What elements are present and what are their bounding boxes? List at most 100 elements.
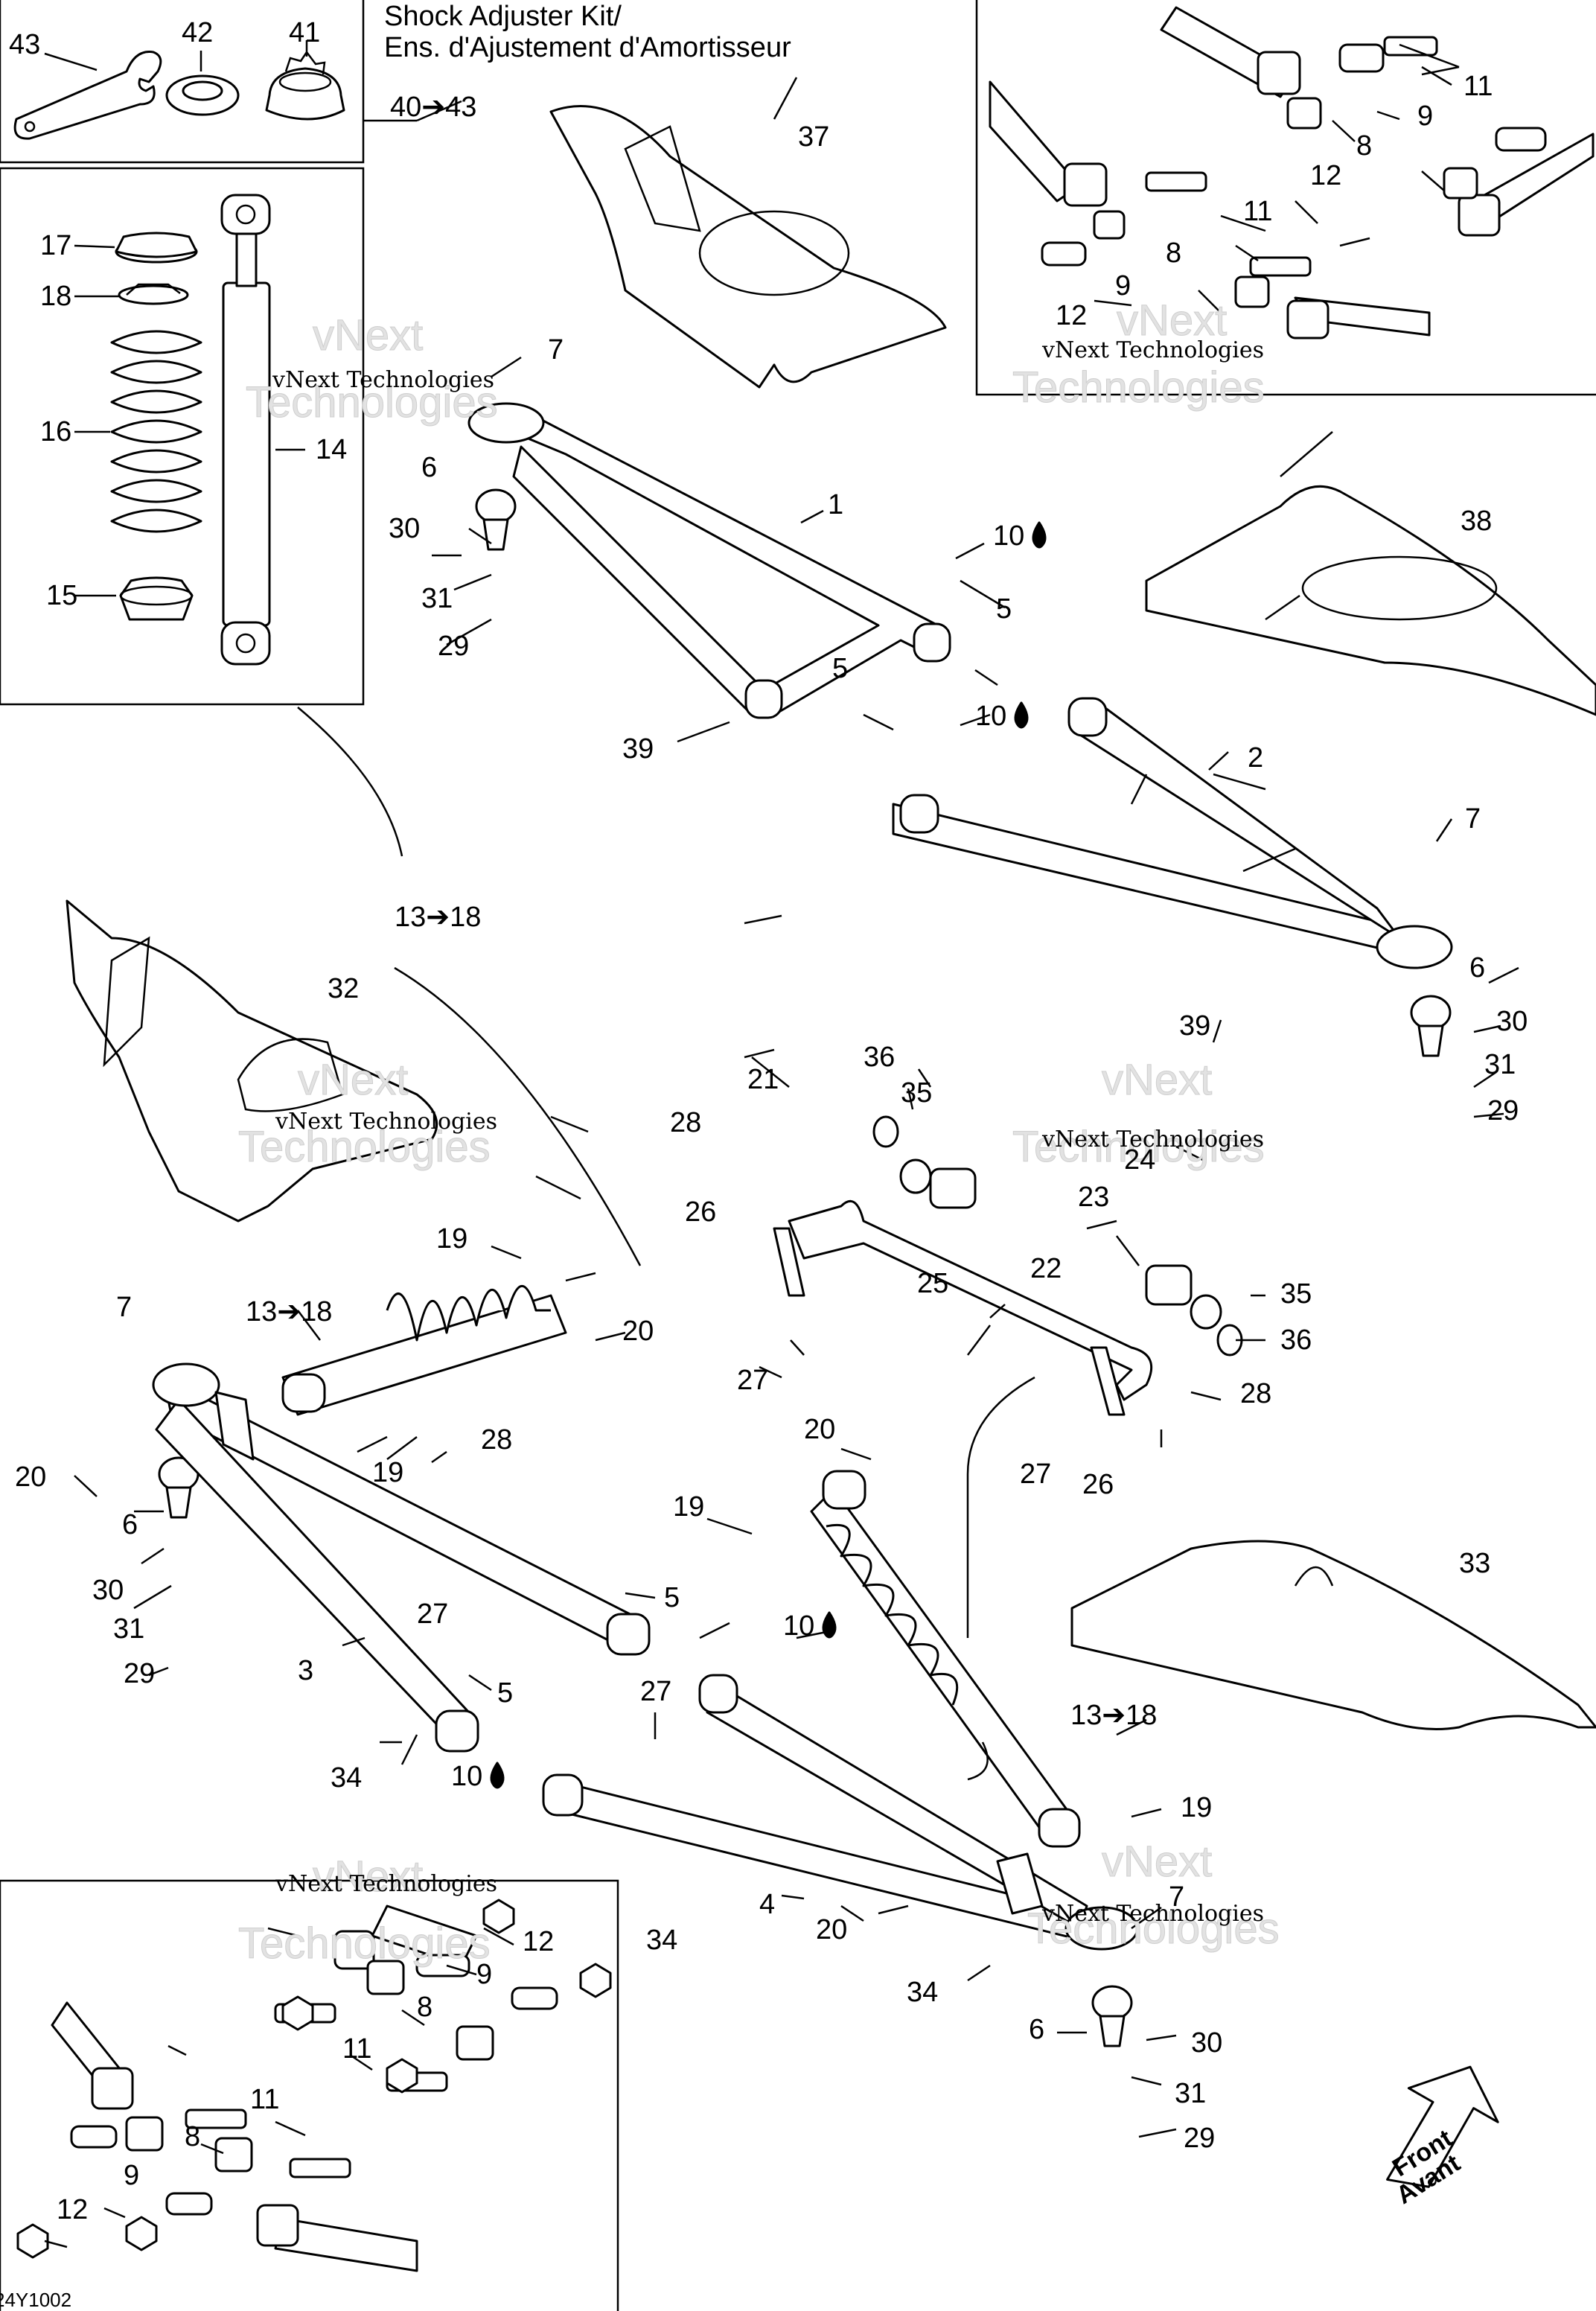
callout-31-lower-right: 31 <box>1175 2078 1206 2109</box>
front-direction-arrow: Front Avant <box>1386 2065 1499 2210</box>
callout-27-c: 27 <box>417 1598 448 1630</box>
callout-9-bottom-a: 9 <box>476 1959 492 1990</box>
watermark-big-4a: vNext <box>1102 1056 1212 1104</box>
callout-30-upper-right: 30 <box>1496 1006 1528 1037</box>
callout-10-a: 10 <box>993 520 1024 552</box>
callout-7-upper-right: 7 <box>1465 803 1481 835</box>
callout-23: 23 <box>1078 1182 1109 1213</box>
adjuster-ring <box>265 50 345 121</box>
spring-retainer-bottom <box>119 576 194 621</box>
upper-bushing-detail-box <box>975 0 1596 396</box>
callout-7-upper-left: 7 <box>548 334 564 366</box>
callout-27-b: 27 <box>1020 1459 1051 1490</box>
callout-13-18-c: 13➔18 <box>1070 1700 1157 1731</box>
watermark-text-6: vNext Technologies <box>1041 1901 1264 1927</box>
callout-8-top-b: 8 <box>1166 238 1181 269</box>
shock-absorber-right <box>810 1470 1081 1848</box>
kit-title-line2: Ens. d'Ajustement d'Amortisseur <box>384 32 791 63</box>
callout-35-b: 35 <box>1280 1278 1312 1310</box>
callout-6-upper-right: 6 <box>1469 952 1485 984</box>
drop-icon <box>1014 701 1029 729</box>
callout-32: 32 <box>328 973 359 1004</box>
callout-17: 17 <box>40 230 71 261</box>
callout-30-lower-right: 30 <box>1191 2027 1222 2059</box>
callout-38: 38 <box>1461 506 1492 537</box>
watermark-big-3a: vNext <box>298 1056 408 1104</box>
callout-11-bottom-a: 11 <box>342 2033 371 2065</box>
callout-36-a: 36 <box>864 1042 895 1073</box>
callout-11-top-b: 11 <box>1243 196 1272 227</box>
upper-a-arm-right <box>892 697 1453 969</box>
lower-bushing-detail-box <box>0 1879 619 2311</box>
callout-12-top-a: 12 <box>1310 160 1341 191</box>
watermark-big-1b: Technologies <box>246 378 498 427</box>
watermark-text-3: vNext Technologies <box>275 1109 497 1135</box>
callout-30-upper-left: 30 <box>389 513 420 544</box>
callout-27-d: 27 <box>640 1676 671 1707</box>
callout-6-lower-left: 6 <box>122 1509 138 1540</box>
callout-18: 18 <box>40 281 71 312</box>
callout-8-bottom-b: 8 <box>185 2121 200 2152</box>
watermark-text-4: vNext Technologies <box>1041 1126 1264 1153</box>
watermarks: vNext Technologies vNext Technologies vN… <box>238 296 1280 1969</box>
callout-numbers: 43 42 41 17 18 16 14 15 37 7 6 30 31 29 … <box>9 17 1528 2225</box>
lower-a-arm-left <box>152 1362 651 1753</box>
callout-19-a: 19 <box>436 1223 467 1255</box>
watermark-big-6a: vNext <box>1102 1837 1212 1886</box>
upper-detail-parts <box>989 6 1595 340</box>
lower-left-arm-cover <box>66 899 438 1223</box>
shock-adjuster-kit-box <box>0 0 365 164</box>
upper-left-arm-cover <box>549 105 947 389</box>
callout-39-b: 39 <box>1179 1010 1210 1042</box>
callout-5-c: 5 <box>664 1582 680 1613</box>
watermark-big-6b: Technologies <box>1027 1904 1280 1953</box>
callout-20-c: 20 <box>15 1461 46 1493</box>
callout-39-a: 39 <box>622 733 654 765</box>
kit-leader-line <box>363 100 462 122</box>
callout-7-lower-left: 7 <box>116 1292 132 1323</box>
callout-12-bottom-a: 12 <box>523 1926 554 1957</box>
callout-8-bottom-a: 8 <box>417 1992 432 2023</box>
callout-27-a: 27 <box>737 1365 768 1396</box>
callout-13-18-a: 13➔18 <box>395 902 481 933</box>
callout-15: 15 <box>46 580 77 611</box>
callout-42: 42 <box>182 17 213 48</box>
sway-bar <box>773 1115 1243 1416</box>
callout-33: 33 <box>1459 1548 1490 1579</box>
coil-spring <box>110 330 202 533</box>
callout-31-lower-left: 31 <box>113 1613 144 1645</box>
callout-41: 41 <box>289 17 320 48</box>
callout-8-top-a: 8 <box>1356 130 1372 162</box>
ball-joints <box>158 488 1452 2047</box>
callout-43: 43 <box>9 29 40 60</box>
drop-icon <box>822 1611 837 1639</box>
watermark-big-5a: vNext <box>313 1852 423 1901</box>
callout-5-a: 5 <box>996 593 1012 625</box>
lower-right-arm-cover <box>1070 1540 1596 1730</box>
diagram-code: 24Y1002 <box>0 2289 71 2311</box>
callout-28-b: 28 <box>1240 1378 1271 1409</box>
drop-icon <box>490 1762 505 1789</box>
watermark-text-2: vNext Technologies <box>1041 337 1264 363</box>
callout-19-b: 19 <box>372 1457 403 1488</box>
watermark-big-1a: vNext <box>313 311 423 360</box>
callout-9-top-b: 9 <box>1115 270 1131 302</box>
callout-35-a: 35 <box>901 1077 932 1109</box>
callout-37: 37 <box>798 121 829 153</box>
upper-right-arm-cover <box>1145 485 1596 716</box>
watermark-big-2a: vNext <box>1117 296 1227 345</box>
callout-28-a: 28 <box>670 1107 701 1138</box>
callout-6-lower-right: 6 <box>1029 2014 1044 2045</box>
callout-20-b: 20 <box>622 1316 654 1347</box>
callout-1: 1 <box>828 489 843 520</box>
callout-26-a: 26 <box>685 1196 716 1228</box>
callout-10-b: 10 <box>975 701 1006 732</box>
callout-29-lower-left: 29 <box>124 1658 155 1689</box>
watermark-text-1: vNext Technologies <box>272 367 494 393</box>
callout-26-b: 26 <box>1082 1469 1114 1500</box>
callout-5-b: 5 <box>832 653 848 684</box>
callout-2: 2 <box>1248 742 1263 774</box>
watermark-big-2b: Technologies <box>1012 363 1265 412</box>
callout-7-lower-right: 7 <box>1169 1881 1184 1913</box>
spring-clip <box>118 283 189 305</box>
